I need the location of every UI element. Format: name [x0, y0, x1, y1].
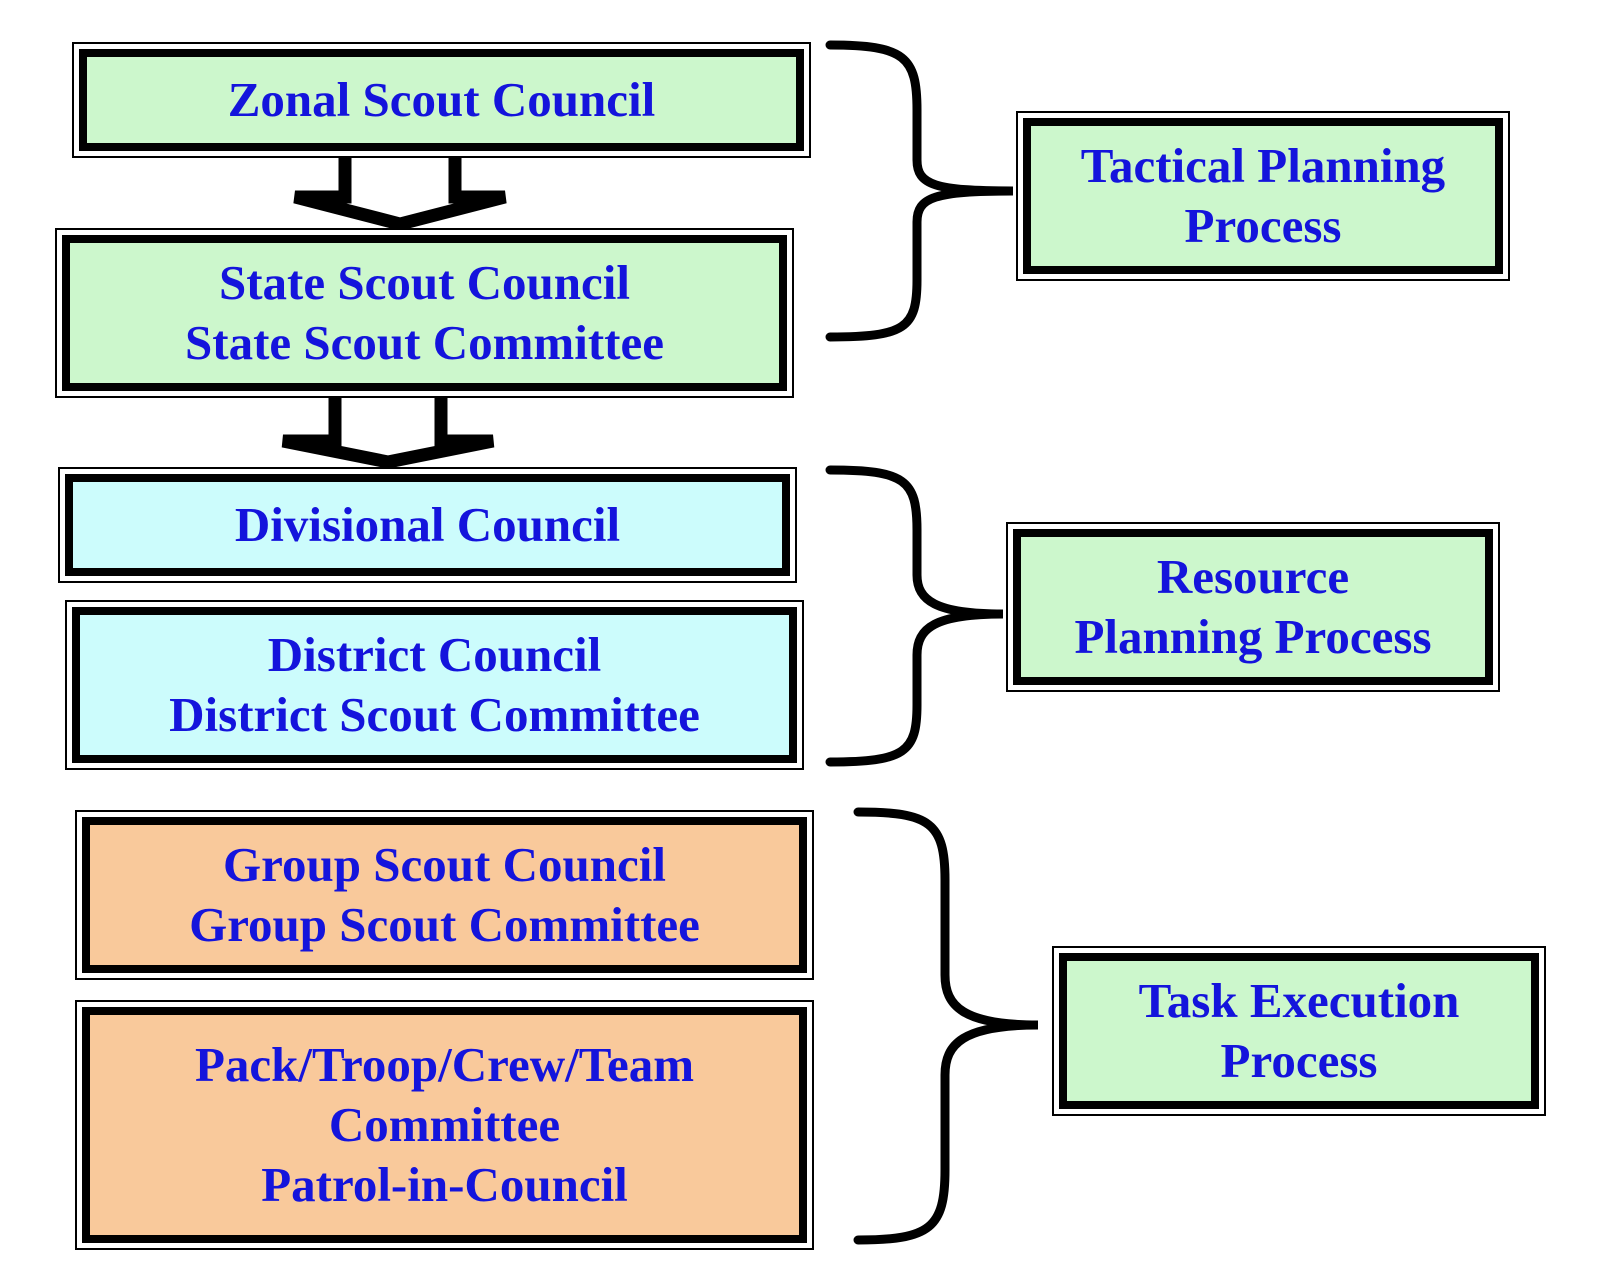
box-state-scout-council: State Scout Council State Scout Committe… — [55, 228, 794, 398]
group-line-2: Group Scout Committee — [189, 897, 700, 952]
box-tactical-inner: Tactical Planning Process — [1023, 118, 1503, 274]
box-divisional-council: Divisional Council — [58, 467, 797, 583]
box-resource-inner: Resource Planning Process — [1013, 529, 1493, 685]
pack-line-2: Committee — [328, 1097, 561, 1152]
box-zonal-inner: Zonal Scout Council — [79, 49, 804, 151]
box-task-execution-process: Task Execution Process — [1052, 946, 1546, 1116]
box-resource-planning-process: Resource Planning Process — [1006, 522, 1500, 692]
box-group-inner: Group Scout Council Group Scout Committe… — [82, 817, 807, 973]
box-state-inner: State Scout Council State Scout Committe… — [62, 235, 787, 391]
down-arrow-state-to-divisional — [281, 398, 495, 469]
box-district-council: District Council District Scout Committe… — [65, 600, 804, 770]
brace-resource — [825, 465, 1004, 767]
zonal-line-1: Zonal Scout Council — [227, 72, 656, 127]
resource-line-2: Planning Process — [1074, 609, 1432, 664]
box-zonal-scout-council: Zonal Scout Council — [72, 42, 811, 158]
task-line-1: Task Execution — [1138, 973, 1460, 1028]
group-line-1: Group Scout Council — [223, 837, 666, 892]
box-district-inner: District Council District Scout Committe… — [72, 607, 797, 763]
resource-line-1: Resource — [1156, 549, 1350, 604]
pack-line-3: Patrol-in-Council — [261, 1157, 628, 1212]
brace-tactical — [825, 40, 1014, 342]
tactical-line-2: Process — [1184, 198, 1342, 253]
down-arrow-zonal-to-state — [293, 158, 507, 231]
brace-task — [853, 807, 1039, 1245]
box-group-scout-council: Group Scout Council Group Scout Committe… — [75, 810, 814, 980]
district-line-1: District Council — [267, 627, 602, 682]
divisional-line-1: Divisional Council — [234, 497, 621, 552]
pack-line-1: Pack/Troop/Crew/Team — [194, 1037, 695, 1092]
box-pack-inner: Pack/Troop/Crew/Team Committee Patrol-in… — [82, 1007, 807, 1243]
box-task-inner: Task Execution Process — [1059, 953, 1539, 1109]
district-line-2: District Scout Committee — [169, 687, 700, 742]
tactical-line-1: Tactical Planning — [1080, 138, 1446, 193]
state-line-2: State Scout Committee — [185, 315, 664, 370]
task-line-2: Process — [1220, 1033, 1378, 1088]
box-tactical-planning-process: Tactical Planning Process — [1016, 111, 1510, 281]
box-divisional-inner: Divisional Council — [65, 474, 790, 576]
state-line-1: State Scout Council — [218, 255, 631, 310]
box-pack-troop-crew-team: Pack/Troop/Crew/Team Committee Patrol-in… — [75, 1000, 814, 1250]
